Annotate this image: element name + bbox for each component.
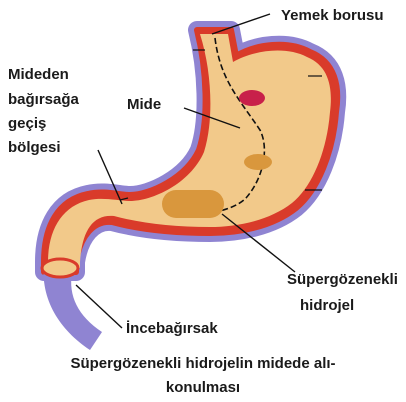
label-hydrogel-2: hidrojel bbox=[300, 297, 354, 314]
hydrogel-small bbox=[244, 154, 272, 170]
caption-line-1: Süpergözenekli hidrojelin midede alı- bbox=[70, 355, 335, 372]
label-esophagus: Yemek borusu bbox=[281, 7, 384, 24]
hydrogel-large bbox=[162, 190, 224, 218]
intestine-opening bbox=[42, 259, 78, 277]
label-pylorus-2: bağırsağa bbox=[8, 91, 80, 108]
label-intestine: İncebağırsak bbox=[126, 320, 218, 337]
caption-line-2: konulması bbox=[166, 379, 240, 396]
label-pylorus-4: bölgesi bbox=[8, 139, 61, 156]
label-pylorus-1: Mideden bbox=[8, 66, 69, 83]
label-stomach: Mide bbox=[127, 96, 161, 113]
label-pylorus-3: geçiş bbox=[8, 115, 46, 132]
gastric-spot bbox=[239, 90, 265, 106]
label-hydrogel-1: Süpergözenekli bbox=[287, 271, 398, 288]
